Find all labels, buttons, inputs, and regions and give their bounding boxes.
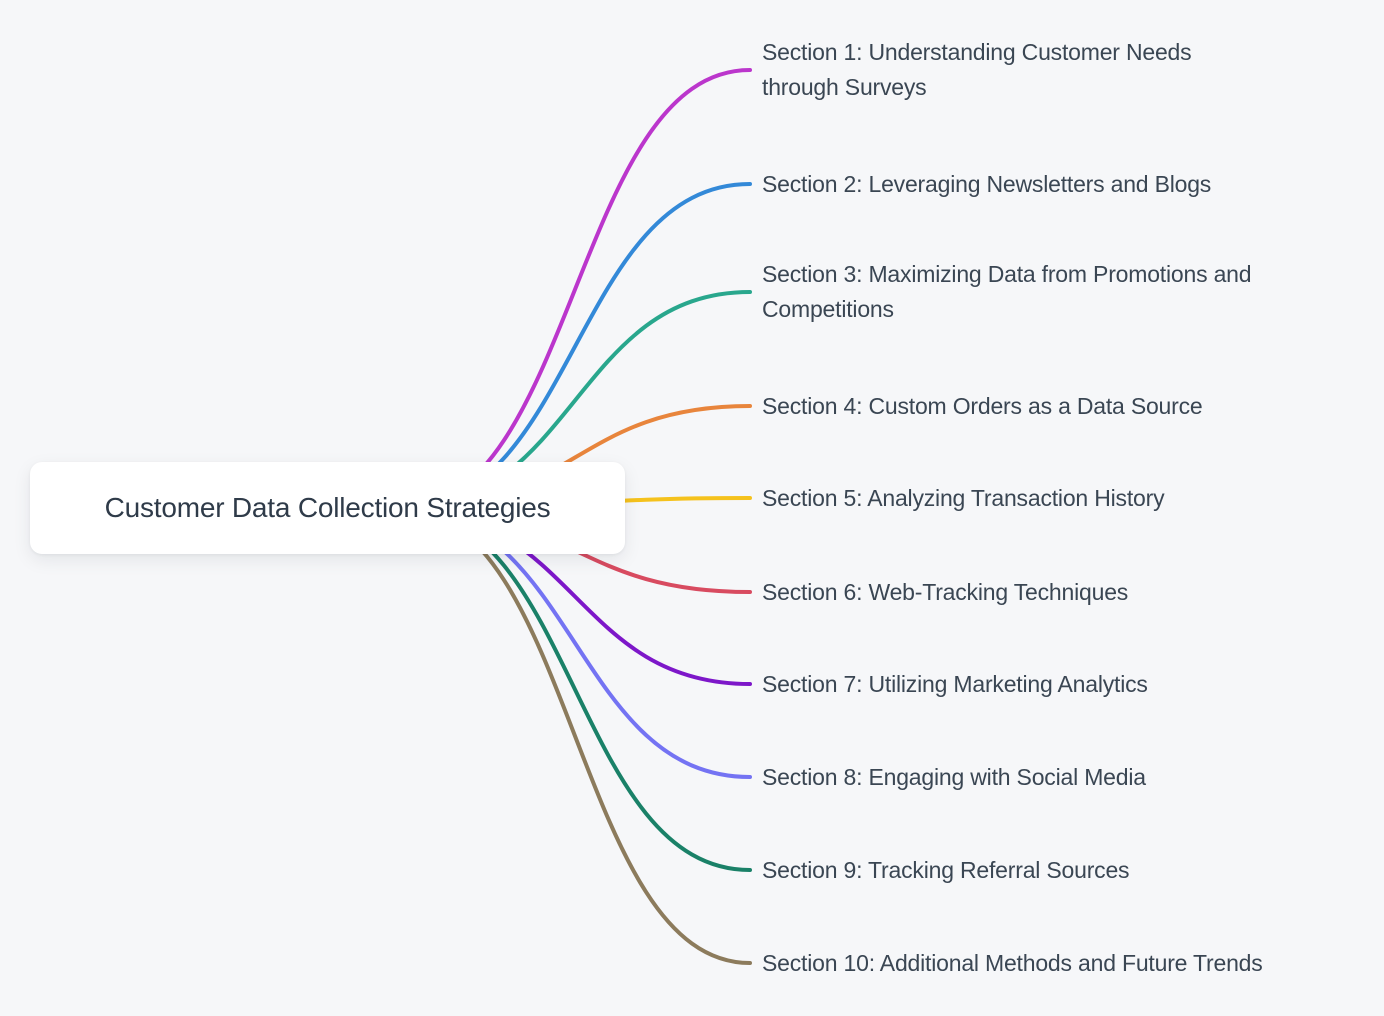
branch-label-section-1[interactable]: Section 1: Understanding Customer Needs t… [762, 35, 1362, 105]
branch-label-line: Section 3: Maximizing Data from Promotio… [762, 261, 1252, 287]
branch-label-section-6[interactable]: Section 6: Web-Tracking Techniques [762, 575, 1362, 610]
branch-label-section-7[interactable]: Section 7: Utilizing Marketing Analytics [762, 667, 1362, 702]
branch-label-line: Section 1: Understanding Customer Needs [762, 39, 1192, 65]
branch-label-section-5[interactable]: Section 5: Analyzing Transaction History [762, 481, 1362, 516]
branch-label-line: Section 10: Additional Methods and Futur… [762, 949, 1263, 976]
branch-label-section-10[interactable]: Section 10: Additional Methods and Futur… [762, 946, 1362, 981]
branch-label-line: Section 4: Custom Orders as a Data Sourc… [762, 392, 1203, 419]
root-node-title: Customer Data Collection Strategies [104, 492, 551, 523]
branch-label-section-9[interactable]: Section 9: Tracking Referral Sources [762, 853, 1362, 888]
branch-label-section-8[interactable]: Section 8: Engaging with Social Media [762, 760, 1362, 795]
branch-label-line: through Surveys [762, 74, 927, 100]
branch-label-line: Section 6: Web-Tracking Techniques [762, 578, 1129, 605]
branch-label-section-3[interactable]: Section 3: Maximizing Data from Promotio… [762, 257, 1362, 327]
branch-curve-1 [398, 68, 752, 511]
branch-label-line: Section 5: Analyzing Transaction History [762, 484, 1165, 511]
branch-curve-10 [398, 507, 752, 965]
branch-label-line: Competitions [762, 296, 894, 322]
branch-curve-2 [398, 182, 752, 511]
branch-label-line: Section 9: Tracking Referral Sources [762, 856, 1130, 883]
branch-label-section-2[interactable]: Section 2: Leveraging Newsletters and Bl… [762, 167, 1362, 202]
branch-label-line: Section 7: Utilizing Marketing Analytics [762, 670, 1148, 697]
branch-label-section-4[interactable]: Section 4: Custom Orders as a Data Sourc… [762, 389, 1362, 424]
branch-label-line: Section 8: Engaging with Social Media [762, 763, 1146, 790]
root-node[interactable]: Customer Data Collection Strategies [30, 462, 625, 554]
branch-label-line: Section 2: Leveraging Newsletters and Bl… [762, 170, 1212, 197]
branch-curve-9 [398, 507, 752, 872]
